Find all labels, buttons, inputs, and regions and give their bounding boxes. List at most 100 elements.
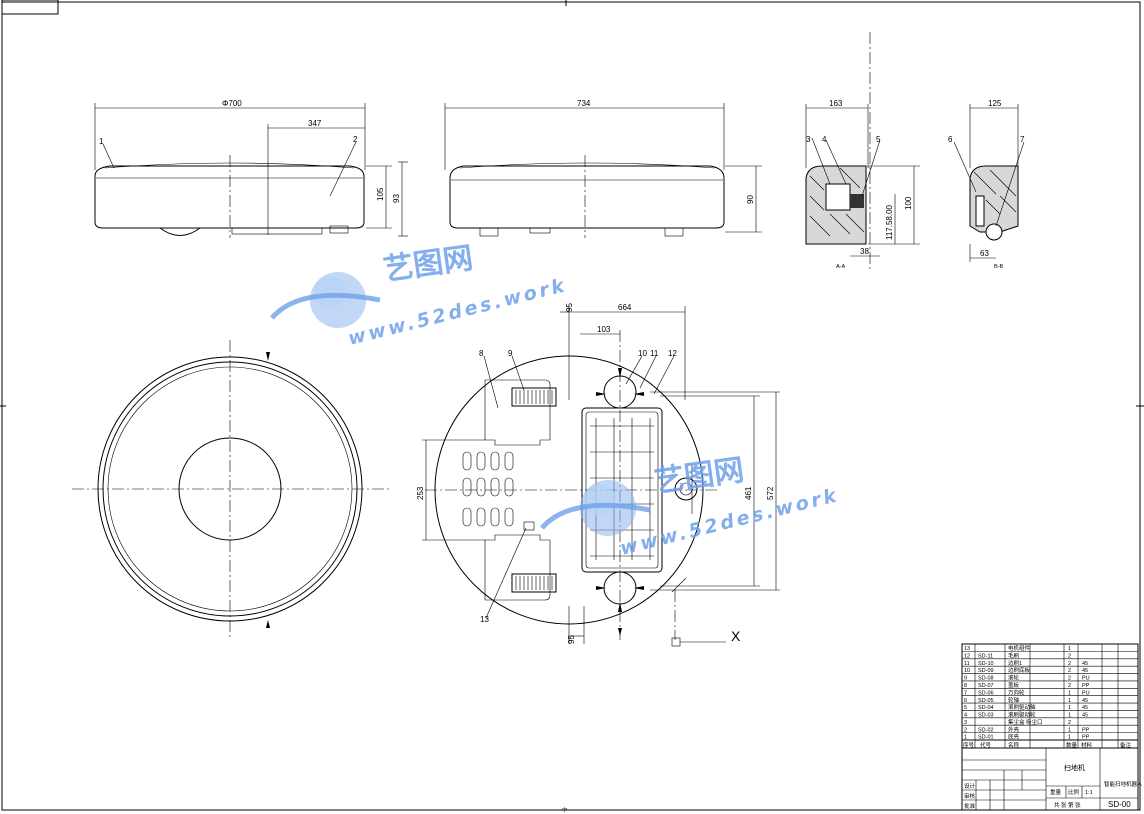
bom-cell-no: 9 [964,676,967,682]
bom-cell-qty: 2 [1068,653,1071,659]
dim-bottom-width: 664 [618,303,632,312]
bom-cell-no: 8 [964,683,967,689]
title-label-sheet: 共 张 第 张 [1054,801,1081,809]
title-label-scale: 比例 [1068,788,1080,796]
dim-front-diameter: Φ700 [222,99,242,108]
dim-side-width: 734 [577,99,591,108]
callout-5: 5 [876,135,881,144]
callout-6: 6 [948,135,953,144]
bom-cell-material: 45 [1082,705,1088,711]
bom-header-remark: 备注 [1120,741,1132,749]
bom-cell-no: 5 [964,705,967,711]
bom-cell-qty: 1 [1068,713,1071,719]
title-drawing-no: SD-00 [1108,800,1131,809]
top-view [72,340,390,640]
callout-4: 4 [822,135,827,144]
bom-cell-name: 轮轴 [1008,696,1020,704]
bom-cell-code: SD-03 [978,713,994,719]
bom-cell-material: PP [1082,683,1090,689]
bom-header-qty: 数量 [1066,741,1078,749]
frame-marker: 中 [562,806,568,814]
bom-cell-name: 电机组件 [1008,644,1031,652]
bom-cell-no: 4 [964,713,967,719]
bom-cell-no: 6 [964,698,967,704]
title-label-approve: 批准 [964,802,976,810]
bom-cell-code: SD-07 [978,683,994,689]
dim-bottom-inner: 103 [597,325,611,334]
callout-13: 13 [480,615,489,624]
bom-cell-code: SD-10 [978,661,994,667]
tread-pattern [515,390,553,590]
bom-cell-material: 45 [1082,661,1088,667]
bom-header: 序号 代号 名称 数量 材料 备注 [963,741,1132,749]
bottom-view: 664 95 103 253 461 572 95 X 8 9 10 11 [416,303,780,647]
bom-cell-no: 12 [964,653,970,659]
dim-bottom-top-gap: 95 [565,303,574,312]
section-b-label: B-B [994,264,1004,270]
dim-side-height: 90 [746,195,755,204]
dim-section-a-width: 163 [829,99,843,108]
side-view: 734 90 [444,99,762,238]
bom-cell-code: SD-02 [978,727,994,733]
bom-cell-name: 边刷1 [1008,659,1022,667]
bom-cell-name: 滚刷驱动轴 [1008,703,1036,711]
dim-front-height-inner: 105 [376,187,385,201]
callout-1: 1 [99,137,104,146]
title-label-check: 审核 [964,792,976,800]
dim-section-b-width: 125 [988,99,1002,108]
bom-cell-qty: 1 [1068,690,1071,696]
bom-cell-code: SD-06 [978,690,994,696]
section-a-label: A-A [836,264,846,270]
bom-cell-no: 7 [964,690,967,696]
callout-8: 8 [479,349,484,358]
bom-cell-name: 底壳 [1008,733,1020,741]
callout-12: 12 [668,349,677,358]
bom-cell-qty: 1 [1068,698,1071,704]
callout-7: 7 [1020,135,1025,144]
callout-9: 9 [508,349,513,358]
bom-cell-qty: 2 [1068,676,1071,682]
callout-11: 11 [650,349,659,358]
dim-front-height: 93 [392,194,401,203]
bom-cell-code: SD-08 [978,676,994,682]
bom-cell-material: PP [1082,727,1090,733]
bom-cell-name: 万向轮 [1008,688,1025,696]
bom-cell-name: 滚轮 [1008,674,1020,682]
dim-section-b-base: 63 [980,249,989,258]
watermark-brand: 艺图网 [381,241,475,288]
watermark-url: www.52des.work [346,274,569,350]
axis-x-label: X [731,628,741,644]
bom-cell-no: 2 [964,727,967,733]
bom-cell-qty: 1 [1068,705,1071,711]
bom-cell-name: 外壳 [1008,725,1020,733]
title-company: 智能扫地机器人 [1104,780,1143,788]
bom-cell-no: 3 [964,720,967,726]
dim-bottom-right-outer: 572 [766,486,775,500]
title-label-design: 设计 [964,782,976,790]
dim-section-a-height: 100 [904,196,913,210]
bom-cell-name: 盖板 [1008,681,1020,689]
callout-2: 2 [353,135,358,144]
bom-cell-code: SD-05 [978,698,994,704]
bom-cell-name: 边刷底板 [1008,666,1031,674]
bom-header-name: 名称 [1008,741,1020,749]
bom-cell-qty: 2 [1068,661,1071,667]
bom-header-no: 序号 [963,741,975,749]
bom-cell-qty: 1 [1068,735,1071,741]
dim-section-a-sub: 117.58.00 [885,204,894,240]
title-block: 扫地机 智能扫地机器人 SD-00 设计 审核 批准 比例 重量 1:1 共 张… [961,747,1143,811]
bom-cell-material: 45 [1082,713,1088,719]
bom-cell-no: 1 [964,735,967,741]
bom-cell-qty: 1 [1068,646,1071,652]
bom-header-code: 代号 [980,741,992,749]
bom-cell-no: 10 [964,668,970,674]
dim-section-a-base: 38 [860,247,869,256]
bom-cell-qty: 2 [1068,720,1071,726]
watermark-upper: 艺图网 www.52des.work [270,241,569,350]
watermark-logo-icon [270,272,381,328]
title-label-weight: 重量 [1050,788,1062,796]
bom-cell-code: SD-01 [978,735,994,741]
title-scale-value: 1:1 [1085,790,1093,796]
